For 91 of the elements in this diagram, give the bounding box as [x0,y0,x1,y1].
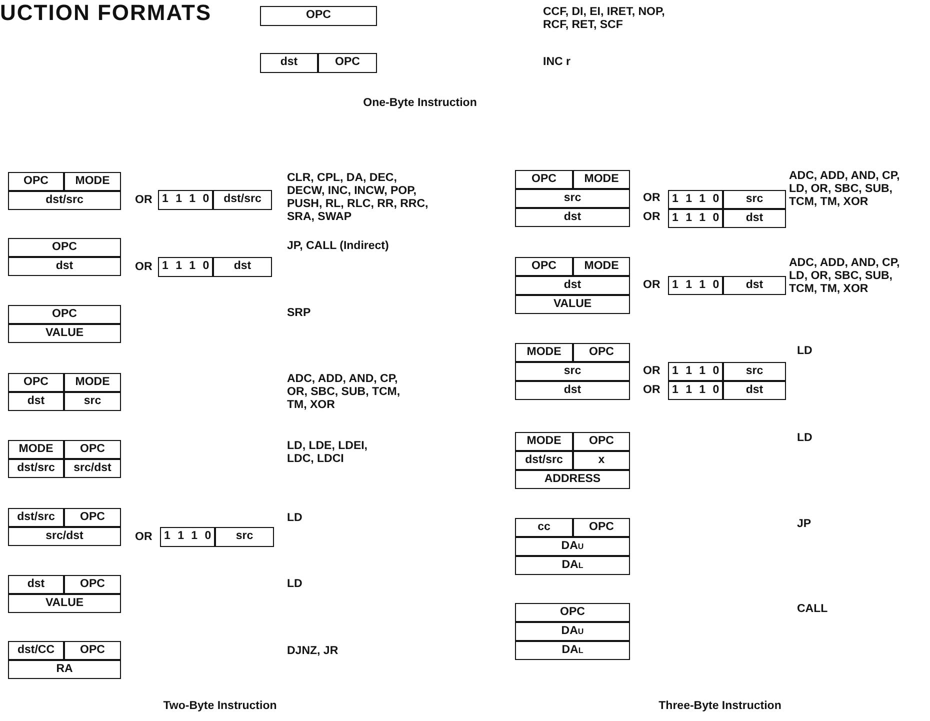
or-separator: OR [643,365,662,378]
instruction-field: dst [723,209,786,228]
instruction-field: OPC [573,343,630,362]
instruction-field: dst/src [8,508,64,527]
bit-pattern-field: 1 1 1 0 [668,190,723,209]
mnemonic-list: LD [797,345,897,358]
mnemonic-list: LD [287,512,387,525]
instruction-field: MODE [515,343,573,362]
or-separator: OR [643,211,662,224]
instruction-field: OPC [573,518,630,537]
instruction-field: ADDRESS [515,470,630,489]
mnemonic-list: LD, LDE, LDEI, LDC, LDCI [287,440,387,466]
bit-pattern-field: 1 1 1 0 [668,276,723,295]
instruction-field: MODE [573,170,630,189]
instruction-field: OPC [8,373,64,392]
instruction-field: dst [8,575,64,594]
mnemonic-list: ADC, ADD, AND, CP, OR, SBC, SUB, TCM, TM, XOR [287,373,405,412]
mnemonic-list: DJNZ, JR [287,645,387,658]
mnemonic-list: ADC, ADD, AND, CP, LD, OR, SBC, SUB, TCM, TM, XOR [789,257,917,296]
or-separator: OR [643,384,662,397]
section-caption: Two-Byte Instruction [162,700,278,713]
instruction-field: MODE [573,257,630,276]
instruction-field: VALUE [8,594,121,613]
instruction-field: src/dst [64,459,121,478]
mnemonic-list: ADC, ADD, AND, CP, LD, OR, SBC, SUB, TCM, TM, XOR [789,170,917,209]
instruction-field: MODE [64,373,121,392]
instruction-field: OPC [8,238,121,257]
instruction-field: OPC [515,603,630,622]
instruction-field: OPC [573,432,630,451]
instruction-field: dst/src [515,451,573,470]
or-separator: OR [643,279,662,292]
instruction-field: OPC [8,305,121,324]
or-separator: OR [135,531,154,544]
instruction-field: dst [213,257,272,277]
instruction-field: OPC [64,641,121,660]
mnemonic-list: CALL [797,603,897,616]
instruction-field: OPC [260,6,377,26]
bit-pattern-field: 1 1 1 0 [668,362,723,381]
section-caption: Three-Byte Instruction [658,700,782,713]
mnemonic-list: SRP [287,307,447,320]
instruction-field: dst [723,276,786,295]
section-caption: One-Byte Instruction [362,97,478,110]
instruction-field: src [723,362,786,381]
instruction-field: dst [515,381,630,400]
instruction-field: OPC [515,170,573,189]
instruction-field: src/dst [8,527,121,546]
or-separator: OR [643,192,662,205]
instruction-field: dst [723,381,786,400]
instruction-field: OPC [64,575,121,594]
instruction-field: MODE [64,172,121,191]
bit-pattern-field: 1 1 1 0 [668,209,723,228]
mnemonic-list: JP, CALL (Indirect) [287,240,447,253]
instruction-field: dst/CC [8,641,64,660]
mnemonic-list: CCF, DI, EI, IRET, NOP, RCF, RET, SCF [543,6,693,32]
instruction-field: dst [8,392,64,411]
instruction-field: cc [515,518,573,537]
mnemonic-list: INC r [543,56,693,69]
instruction-field: OPC [318,53,377,73]
instruction-field: OPC [8,172,64,191]
instruction-field: src [723,190,786,209]
instruction-field: MODE [8,440,64,459]
instruction-field: OPC [64,440,121,459]
instruction-field: x [573,451,630,470]
instruction-field: RA [8,660,121,679]
instruction-field: dst [515,276,630,295]
bit-pattern-field: 1 1 1 0 [158,257,213,277]
or-separator: OR [135,194,154,207]
bit-pattern-field: 1 1 1 0 [158,190,213,210]
instruction-field: src [515,362,630,381]
instruction-field: VALUE [515,295,630,314]
instruction-field: VALUE [8,324,121,343]
instruction-field: src [515,189,630,208]
or-separator: OR [135,261,154,274]
bit-pattern-field: 1 1 1 0 [668,381,723,400]
instruction-field: src [215,527,274,547]
page-title: UCTION FORMATS [0,0,212,26]
instruction-field: OPC [515,257,573,276]
instruction-field: dst [8,257,121,276]
instruction-field: dst/src [213,190,272,210]
instruction-field: dst/src [8,191,121,210]
instruction-field: OPC [64,508,121,527]
instruction-field: dst [515,208,630,227]
mnemonic-list: CLR, CPL, DA, DEC, DECW, INC, INCW, POP, PUSH, RL, RLC, RR, RRC, SRA, SWAP [287,172,432,224]
instruction-field: src [64,392,121,411]
mnemonic-list: LD [287,578,387,591]
instruction-field: MODE [515,432,573,451]
instruction-field: dst/src [8,459,64,478]
bit-pattern-field: 1 1 1 0 [160,527,215,547]
mnemonic-list: JP [797,518,897,531]
instruction-field: dst [260,53,318,73]
mnemonic-list: LD [797,432,897,445]
